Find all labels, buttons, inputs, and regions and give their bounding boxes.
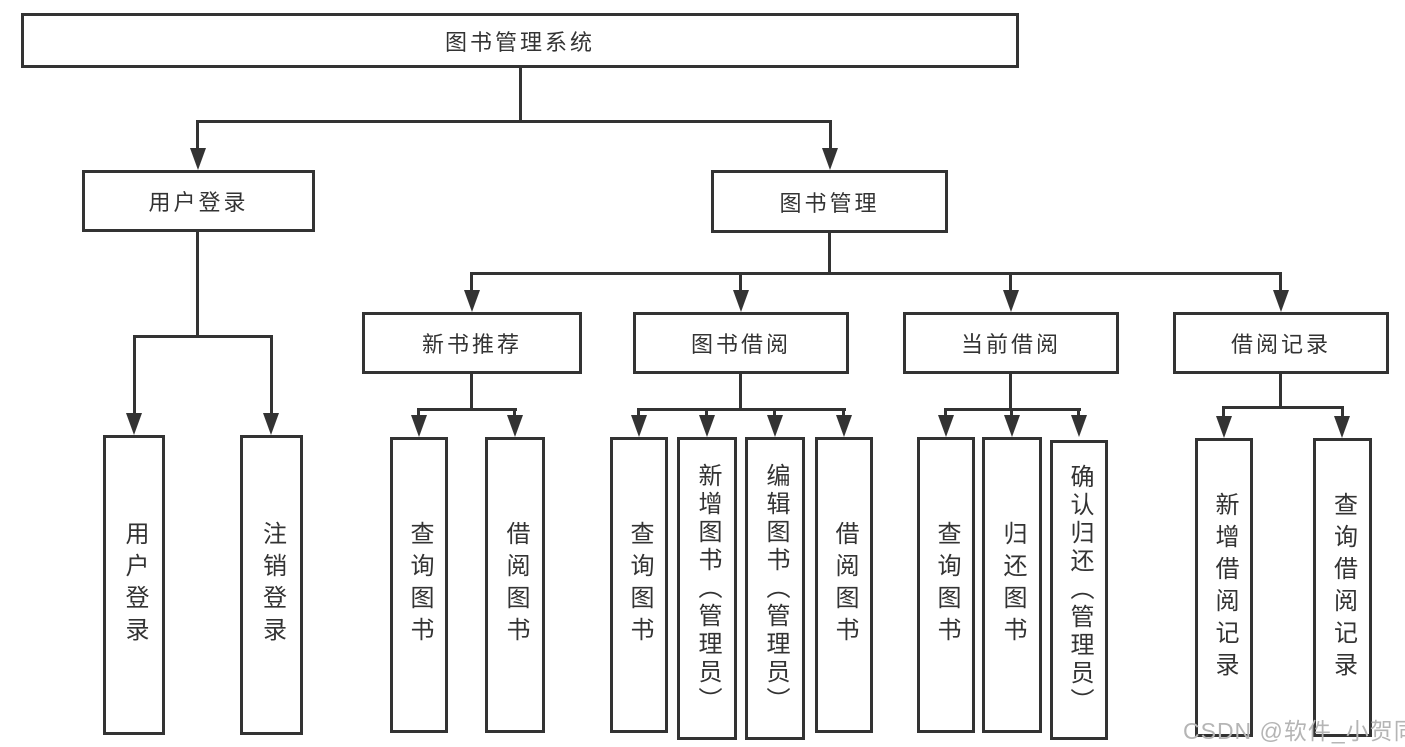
connector-line [1010,408,1013,416]
connector-line [196,120,832,123]
node-query-books-rec: 查询图书 [390,437,448,733]
node-user-login: 用户登录 [82,170,315,232]
connector-line [133,335,273,338]
node-borrow-books-leaf: 借阅图书 [815,437,873,733]
node-query-borrow-record: 查询借阅记录 [1313,438,1372,737]
arrow-down-icon [836,415,852,437]
node-add-borrow-record: 新增借阅记录 [1195,438,1253,737]
connector-line [470,272,473,291]
connector-line [773,408,776,416]
node-edit-books-admin: 编辑图书（管理员） [745,437,805,740]
node-user-login-leaf: 用户登录 [103,435,165,735]
connector-line [417,408,517,411]
connector-line [1279,374,1282,406]
arrow-down-icon [733,290,749,312]
connector-line [270,335,273,415]
connector-line [470,272,1282,275]
connector-line [470,374,473,408]
connector-line [739,374,742,408]
node-query-books-borrow: 查询图书 [610,437,668,733]
node-logout: 注销登录 [240,435,303,735]
connector-line [828,233,831,272]
connector-line [944,408,947,416]
arrow-down-icon [507,415,523,437]
node-current-borrowing: 当前借阅 [903,312,1119,374]
node-query-books-current: 查询图书 [917,437,975,733]
connector-line [842,408,845,416]
csdn-watermark: CSDN @软件_小贺同学 [1183,718,1405,744]
arrow-down-icon [464,290,480,312]
arrow-down-icon [1334,416,1350,438]
arrow-down-icon [1003,290,1019,312]
arrow-down-icon [1004,415,1020,437]
connector-line [637,408,640,416]
connector-line [519,68,522,120]
arrow-down-icon [767,415,783,437]
node-new-book-rec: 新书推荐 [362,312,582,374]
connector-line [196,232,199,335]
node-return-books: 归还图书 [982,437,1042,733]
arrow-down-icon [822,148,838,170]
connector-line [513,408,516,416]
connector-line [739,272,742,291]
arrow-down-icon [126,413,142,435]
node-book-borrowing: 图书借阅 [633,312,849,374]
connector-line [417,408,420,416]
arrow-down-icon [631,415,647,437]
connector-line [133,335,136,415]
connector-line [705,408,708,416]
connector-line [1341,406,1344,416]
node-borrow-records: 借阅记录 [1173,312,1389,374]
node-borrow-books-rec: 借阅图书 [485,437,545,733]
node-add-books-admin: 新增图书（管理员） [677,437,737,740]
arrow-down-icon [1071,415,1087,437]
arrow-down-icon [1273,290,1289,312]
connector-line [829,120,832,151]
connector-line [1077,408,1080,416]
connector-line [1222,406,1344,409]
arrow-down-icon [263,413,279,435]
node-book-mgmt: 图书管理 [711,170,948,233]
arrow-down-icon [411,415,427,437]
node-root: 图书管理系统 [21,13,1019,68]
arrow-down-icon [190,148,206,170]
arrow-down-icon [938,415,954,437]
arrow-down-icon [1216,416,1232,438]
connector-line [196,120,199,151]
connector-line [1009,374,1012,408]
connector-line [637,408,846,411]
connector-line [1279,272,1282,291]
connector-line [1222,406,1225,416]
node-confirm-return-admin: 确认归还（管理员） [1050,440,1108,740]
connector-line [1009,272,1012,291]
arrow-down-icon [699,415,715,437]
